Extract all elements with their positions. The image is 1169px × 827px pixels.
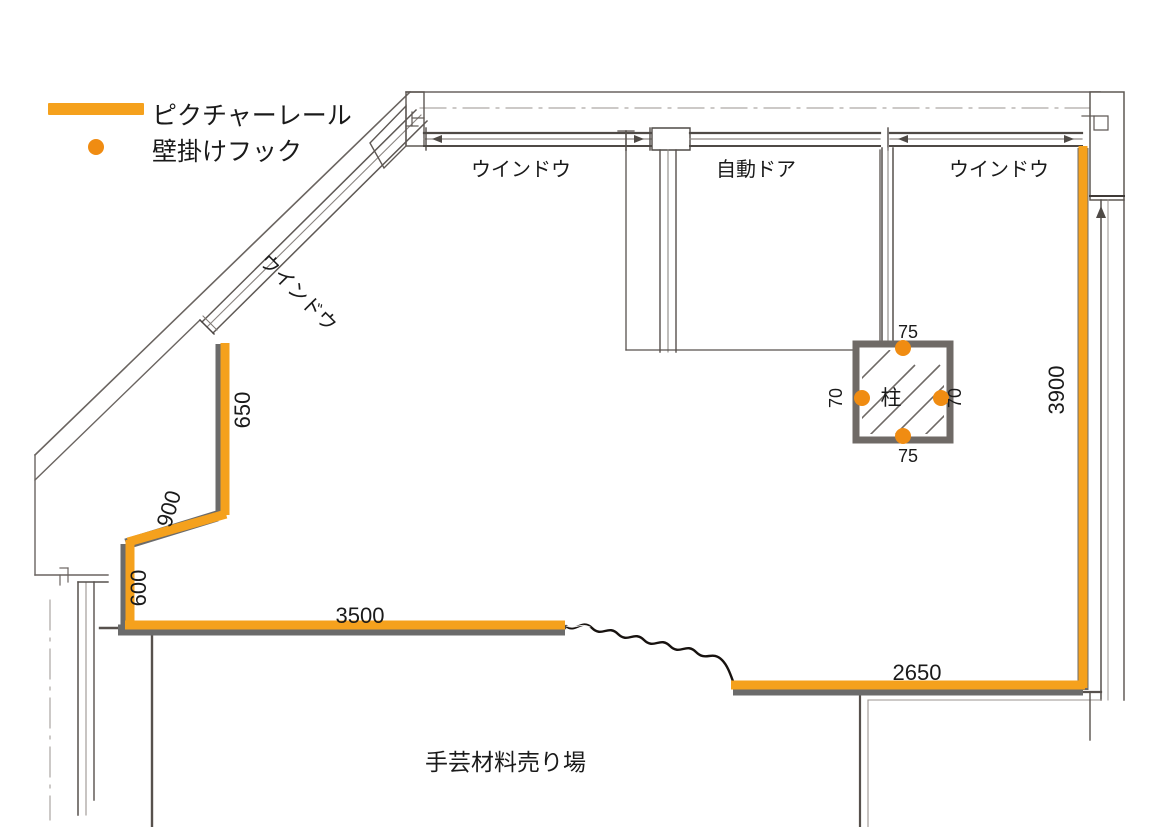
dimension-column-top: 75 <box>898 322 918 342</box>
hook-column-right <box>933 390 949 406</box>
dimension-2650: 2650 <box>893 660 942 685</box>
hook-column-top <box>895 340 911 356</box>
room-label-craft-section: 手芸材料売り場 <box>425 749 586 775</box>
label-window-top-left: ウインドウ <box>471 159 571 181</box>
left-lower-wall <box>34 454 109 586</box>
column-connecting-wall <box>881 147 894 349</box>
top-right-corner-pillar <box>1081 91 1125 201</box>
picture-rail-stroke <box>125 146 1088 690</box>
legend-label-picture-rail: ピクチャーレール <box>152 102 352 130</box>
legend-hook-dot <box>88 139 104 155</box>
label-column: 柱 <box>881 387 902 410</box>
picture-rail-path <box>118 146 1089 696</box>
legend: ピクチャーレール 壁掛けフック <box>48 102 352 166</box>
break-line <box>564 623 736 686</box>
rail-segment-900 <box>126 509 228 547</box>
window-top-right-glazing <box>432 127 1084 151</box>
dimension-column-bottom: 75 <box>898 446 918 466</box>
dimension-column-left: 70 <box>826 388 846 408</box>
legend-rail-swatch <box>48 103 144 115</box>
dimension-column-right: 70 <box>945 388 965 408</box>
wall-hooks <box>854 340 949 444</box>
diagonal-exterior-wall <box>33 90 429 481</box>
dimension-600: 600 <box>126 570 151 607</box>
dimension-650: 650 <box>230 392 255 429</box>
dimension-3500: 3500 <box>336 603 385 628</box>
label-window-top-right: ウインドウ <box>949 159 1049 181</box>
pier-between-window-and-door <box>651 127 691 353</box>
dimension-3900: 3900 <box>1044 366 1069 415</box>
legend-label-wall-hook: 壁掛けフック <box>152 138 302 166</box>
hook-column-bottom <box>895 428 911 444</box>
automatic-door-vestibule <box>617 130 882 351</box>
window-top-left-glazing <box>422 127 654 151</box>
hook-column-left <box>854 390 870 406</box>
right-exterior-wall <box>1096 199 1125 701</box>
label-automatic-door: 自動ドア <box>716 158 796 181</box>
